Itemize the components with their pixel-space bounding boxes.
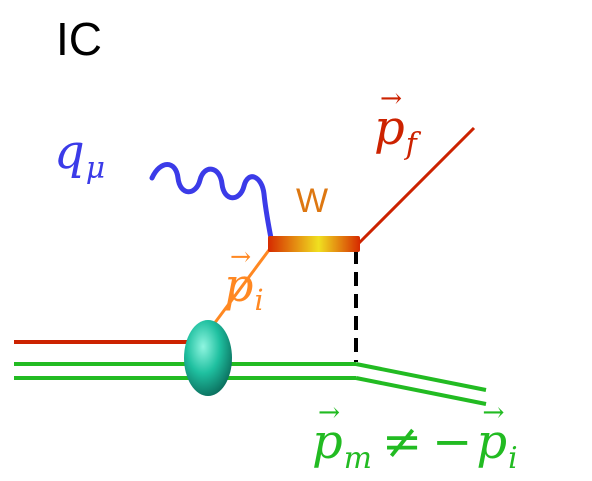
green-remnant-lower	[355, 376, 487, 406]
w-label: W	[296, 182, 329, 220]
proton-blob	[184, 320, 232, 396]
w-propagator	[268, 236, 360, 252]
final-parton-line	[356, 126, 476, 246]
initial-momentum-label: pi	[224, 244, 264, 315]
photon-wavy-line	[149, 162, 275, 247]
final-momentum-label: pf	[374, 86, 417, 159]
photon-label: qμ	[54, 124, 106, 186]
green-remnant-upper	[355, 362, 487, 392]
diagram-title: IC	[56, 13, 102, 65]
remnant-momentum-label: pm≠−pi	[312, 400, 518, 473]
